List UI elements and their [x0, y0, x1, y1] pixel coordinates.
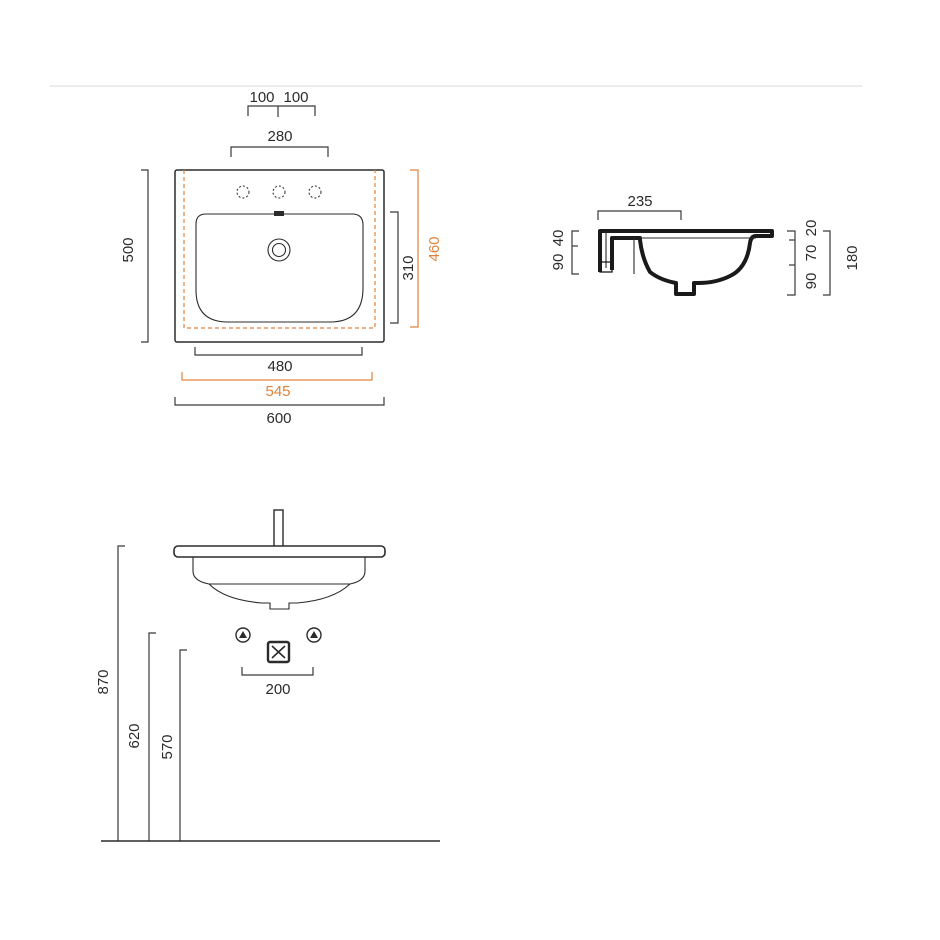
- top-view: 100 100 280 500 310: [120, 89, 443, 427]
- dim-section-right: 20 70 90: [787, 220, 820, 296]
- dim-faucet-offset-left: 100: [249, 89, 274, 106]
- dim-section-left-bottom: 90: [550, 254, 567, 271]
- dim-bowl-width-label: 480: [267, 358, 292, 375]
- dim-inner-width-label: 545: [265, 383, 290, 400]
- dim-basin-height-label: 870: [95, 669, 112, 694]
- dim-faucet-offsets: 100 100: [247, 89, 316, 117]
- dim-supply-height-label: 570: [159, 734, 176, 759]
- dim-section-right-middle: 70: [803, 245, 820, 262]
- dim-bowl-depth: 310: [390, 211, 417, 324]
- dim-basin-height: 870: [95, 545, 125, 841]
- dim-drain-height: 620: [126, 632, 156, 841]
- supply-valve-left: [235, 627, 251, 643]
- drain-outlet: [266, 640, 291, 664]
- faucet: [273, 509, 284, 549]
- dim-tap-span-label: 280: [267, 128, 292, 145]
- bowl-outline: [195, 213, 364, 323]
- dim-faucet-offset-right: 100: [283, 89, 308, 106]
- dim-width-label: 600: [266, 410, 291, 427]
- dim-inner-width: 545: [181, 372, 373, 400]
- dim-tap-span: 280: [230, 128, 329, 157]
- front-bowl: [192, 557, 366, 610]
- tap-hole-left: [236, 185, 250, 199]
- dim-inner-depth: 460: [410, 169, 443, 328]
- section-view: 235 40 90 20 70 90 180: [550, 193, 861, 296]
- dim-overflow-width: 235: [597, 193, 682, 220]
- drain-outer: [267, 238, 291, 262]
- dim-section-total: 180: [823, 230, 861, 296]
- section-profile: [598, 229, 774, 296]
- dim-supply-height: 570: [159, 649, 187, 841]
- overflow-slot: [274, 211, 284, 216]
- section-foot: [599, 261, 613, 273]
- dim-drain-height-label: 620: [126, 723, 143, 748]
- dim-bowl-width: 480: [194, 347, 363, 375]
- tap-hole-center: [272, 185, 286, 199]
- tap-hole-right: [308, 185, 322, 199]
- dim-inner-depth-label: 460: [426, 236, 443, 261]
- dim-section-right-top: 20: [803, 220, 820, 237]
- dim-depth: 500: [120, 169, 149, 343]
- dim-section-right-bottom: 90: [803, 273, 820, 290]
- dim-depth-label: 500: [120, 237, 137, 262]
- inner-outline: [183, 170, 376, 329]
- dim-section-total-label: 180: [844, 245, 861, 270]
- dim-supply-span: 200: [241, 667, 314, 698]
- dim-bowl-depth-label: 310: [400, 255, 417, 280]
- front-basin-rim: [173, 545, 386, 558]
- front-view: 200 870 620 570: [95, 509, 440, 842]
- supply-valve-right: [306, 627, 322, 643]
- drain-inner: [271, 242, 287, 258]
- dim-section-left-top: 40: [550, 230, 567, 247]
- dim-supply-span-label: 200: [265, 681, 290, 698]
- dim-section-left: 40 90: [550, 230, 579, 275]
- dim-overflow-width-label: 235: [627, 193, 652, 210]
- dim-width: 600: [174, 397, 385, 427]
